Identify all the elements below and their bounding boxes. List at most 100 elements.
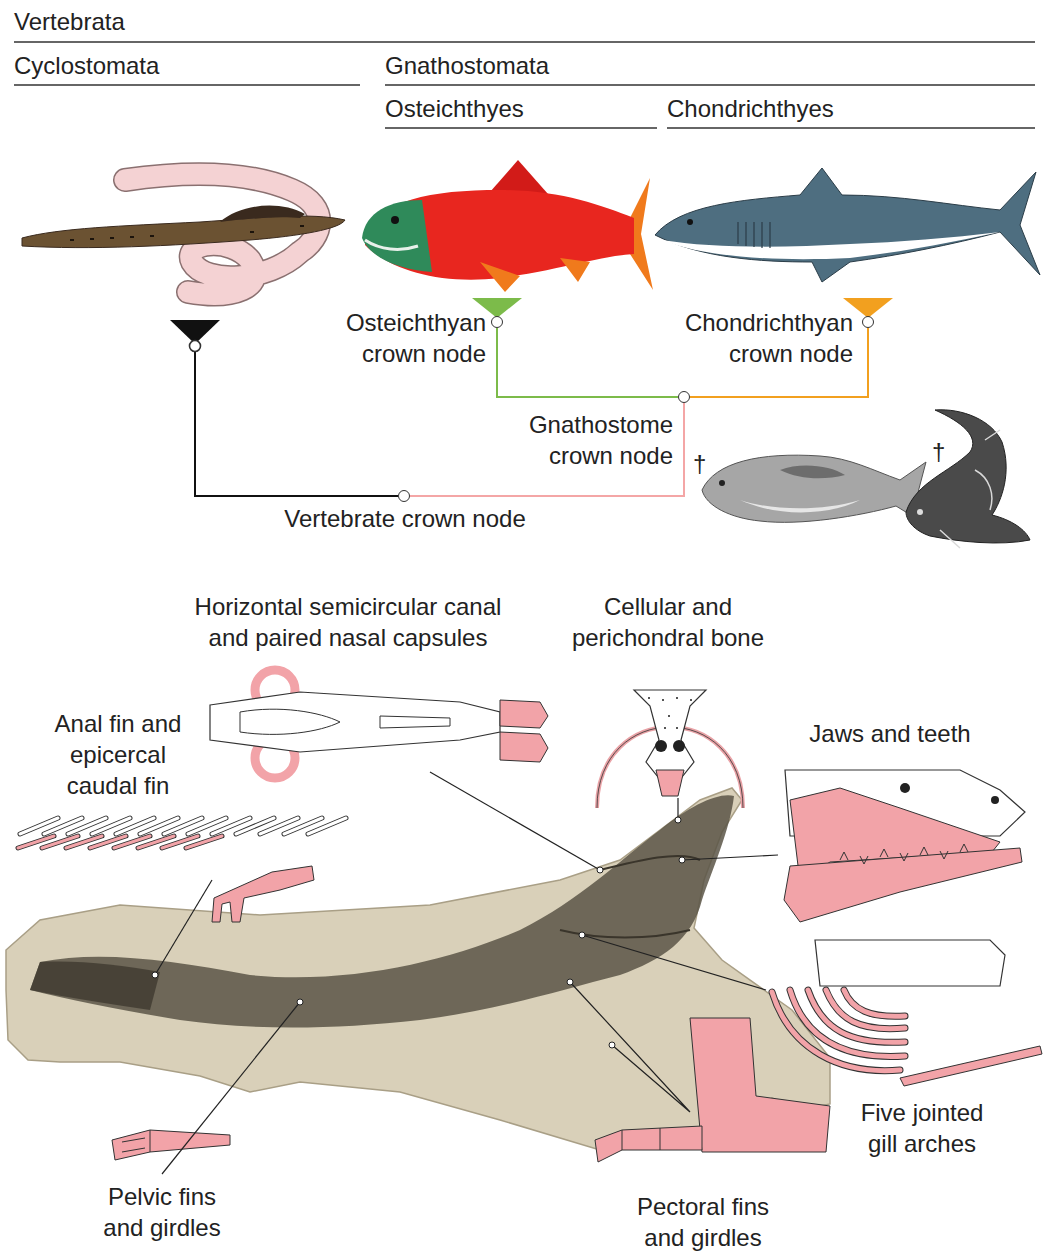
clade-heading: Gnathostomata (385, 50, 685, 81)
header-rule (14, 41, 1035, 43)
feature-label: Cellular and perichondral bone (568, 591, 768, 653)
nasal-capsule (500, 700, 548, 762)
cyclostome-branch (195, 352, 398, 496)
leader-dot (152, 972, 158, 978)
salmon-jaw (365, 240, 418, 249)
header-rules (14, 42, 1035, 128)
section-hole (655, 740, 667, 752)
shark-eye (687, 219, 693, 225)
crown-node: Vertebrate crown node (398, 490, 410, 502)
axial-skeleton-drawing (18, 818, 346, 922)
node-label: Vertebrate crown node (255, 503, 555, 534)
braincase-drawing (210, 670, 548, 778)
pelvic-fin-detail (122, 1130, 150, 1152)
braincase (210, 692, 500, 752)
leader-line (162, 1002, 300, 1174)
feature-label: Jaws and teeth (780, 718, 1000, 749)
hemal-spine (18, 836, 222, 848)
skull-foramen (900, 783, 910, 793)
pectoral-fin-detail (622, 1128, 660, 1150)
braincase-detail (240, 709, 450, 734)
section-pink (656, 770, 684, 796)
leader-line (682, 855, 778, 860)
jaw-drawing (784, 770, 1025, 922)
tree-node (190, 341, 201, 352)
clade-heading: Chondrichthyes (667, 93, 967, 124)
leader-dot (597, 867, 603, 873)
leader-line (430, 772, 600, 870)
leader-lines (155, 772, 778, 1174)
fossil-tail (30, 962, 160, 1010)
fossil-detail (560, 856, 700, 938)
skull (815, 940, 1005, 986)
stem-fish-eye (719, 480, 725, 486)
anal-fin (212, 866, 314, 922)
pelvic-fin (112, 1130, 230, 1160)
node-label: Osteichthyan crown node (316, 307, 486, 369)
extinct-mark: † (693, 448, 713, 479)
teeth (840, 844, 968, 864)
header-rule (385, 127, 657, 129)
tree-branch (410, 403, 684, 496)
gill-arch (772, 990, 905, 1071)
neural-spine (20, 818, 346, 834)
bone-section-drawing (597, 690, 743, 808)
leader-dots (152, 817, 685, 1048)
pectoral-fin (595, 1126, 702, 1162)
salmon-eye (391, 216, 399, 224)
lamprey-body (22, 216, 345, 248)
feature-label: Five jointed gill arches (852, 1097, 992, 1159)
crown-node: Chondrichthyan crown node (862, 316, 874, 328)
hemal-spine (18, 836, 222, 848)
salmon-head (362, 200, 432, 272)
feature-label: Pectoral fins and girdles (628, 1191, 778, 1253)
skull-foramen (991, 796, 999, 804)
pectoral-girdle (690, 1018, 830, 1152)
stem-fish-body (702, 455, 926, 522)
feature-label: Anal fin and epicercal caudal fin (45, 708, 191, 801)
leader-dot (579, 932, 585, 938)
stem-fish-eye (917, 509, 923, 515)
stem-fish-lines (940, 430, 1000, 548)
shark-belly (662, 232, 1000, 259)
leader-dot (567, 979, 573, 985)
leader-dot (679, 857, 685, 863)
node-label: Chondrichthyan crown node (653, 307, 853, 369)
gill-arch (772, 990, 905, 1071)
feature-label: Horizontal semicircular canal and paired… (183, 591, 513, 653)
leader-line (155, 880, 212, 975)
node-label: Gnathostome crown node (503, 409, 673, 471)
lamprey-fin (220, 206, 305, 222)
gill-arch-drawing (772, 940, 1042, 1086)
clade-heading: Vertebrata (14, 6, 314, 37)
crown-node: Osteichthyan crown node (491, 316, 503, 328)
cyclostome-figure (22, 174, 345, 294)
feature-label: Pelvic fins and girdles (97, 1181, 227, 1243)
stem-fish-body (906, 410, 1030, 543)
shark-body (655, 168, 1040, 282)
tree-branch (497, 328, 678, 397)
header-rule (667, 127, 1035, 129)
section-stipple (648, 698, 692, 728)
fossil-fish (30, 795, 734, 1027)
salmon-figure (362, 160, 653, 292)
gill-rod (900, 1046, 1042, 1086)
neural-spine (20, 818, 346, 834)
leader-dot (297, 999, 303, 1005)
leader-dot (609, 1042, 615, 1048)
crown-node: Gnathostome crown node (678, 391, 690, 403)
extinct-mark: † (932, 436, 952, 467)
shark-gills (738, 222, 770, 248)
leader-dot (675, 817, 681, 823)
stem-fish-belly (740, 500, 860, 512)
leader-line (582, 935, 766, 990)
leader-line (677, 798, 678, 818)
shark-figure (655, 168, 1040, 282)
header-rule (14, 84, 360, 86)
leader-line (570, 982, 690, 1112)
salmon-fins (480, 258, 590, 292)
clade-heading: Osteichthyes (385, 93, 645, 124)
